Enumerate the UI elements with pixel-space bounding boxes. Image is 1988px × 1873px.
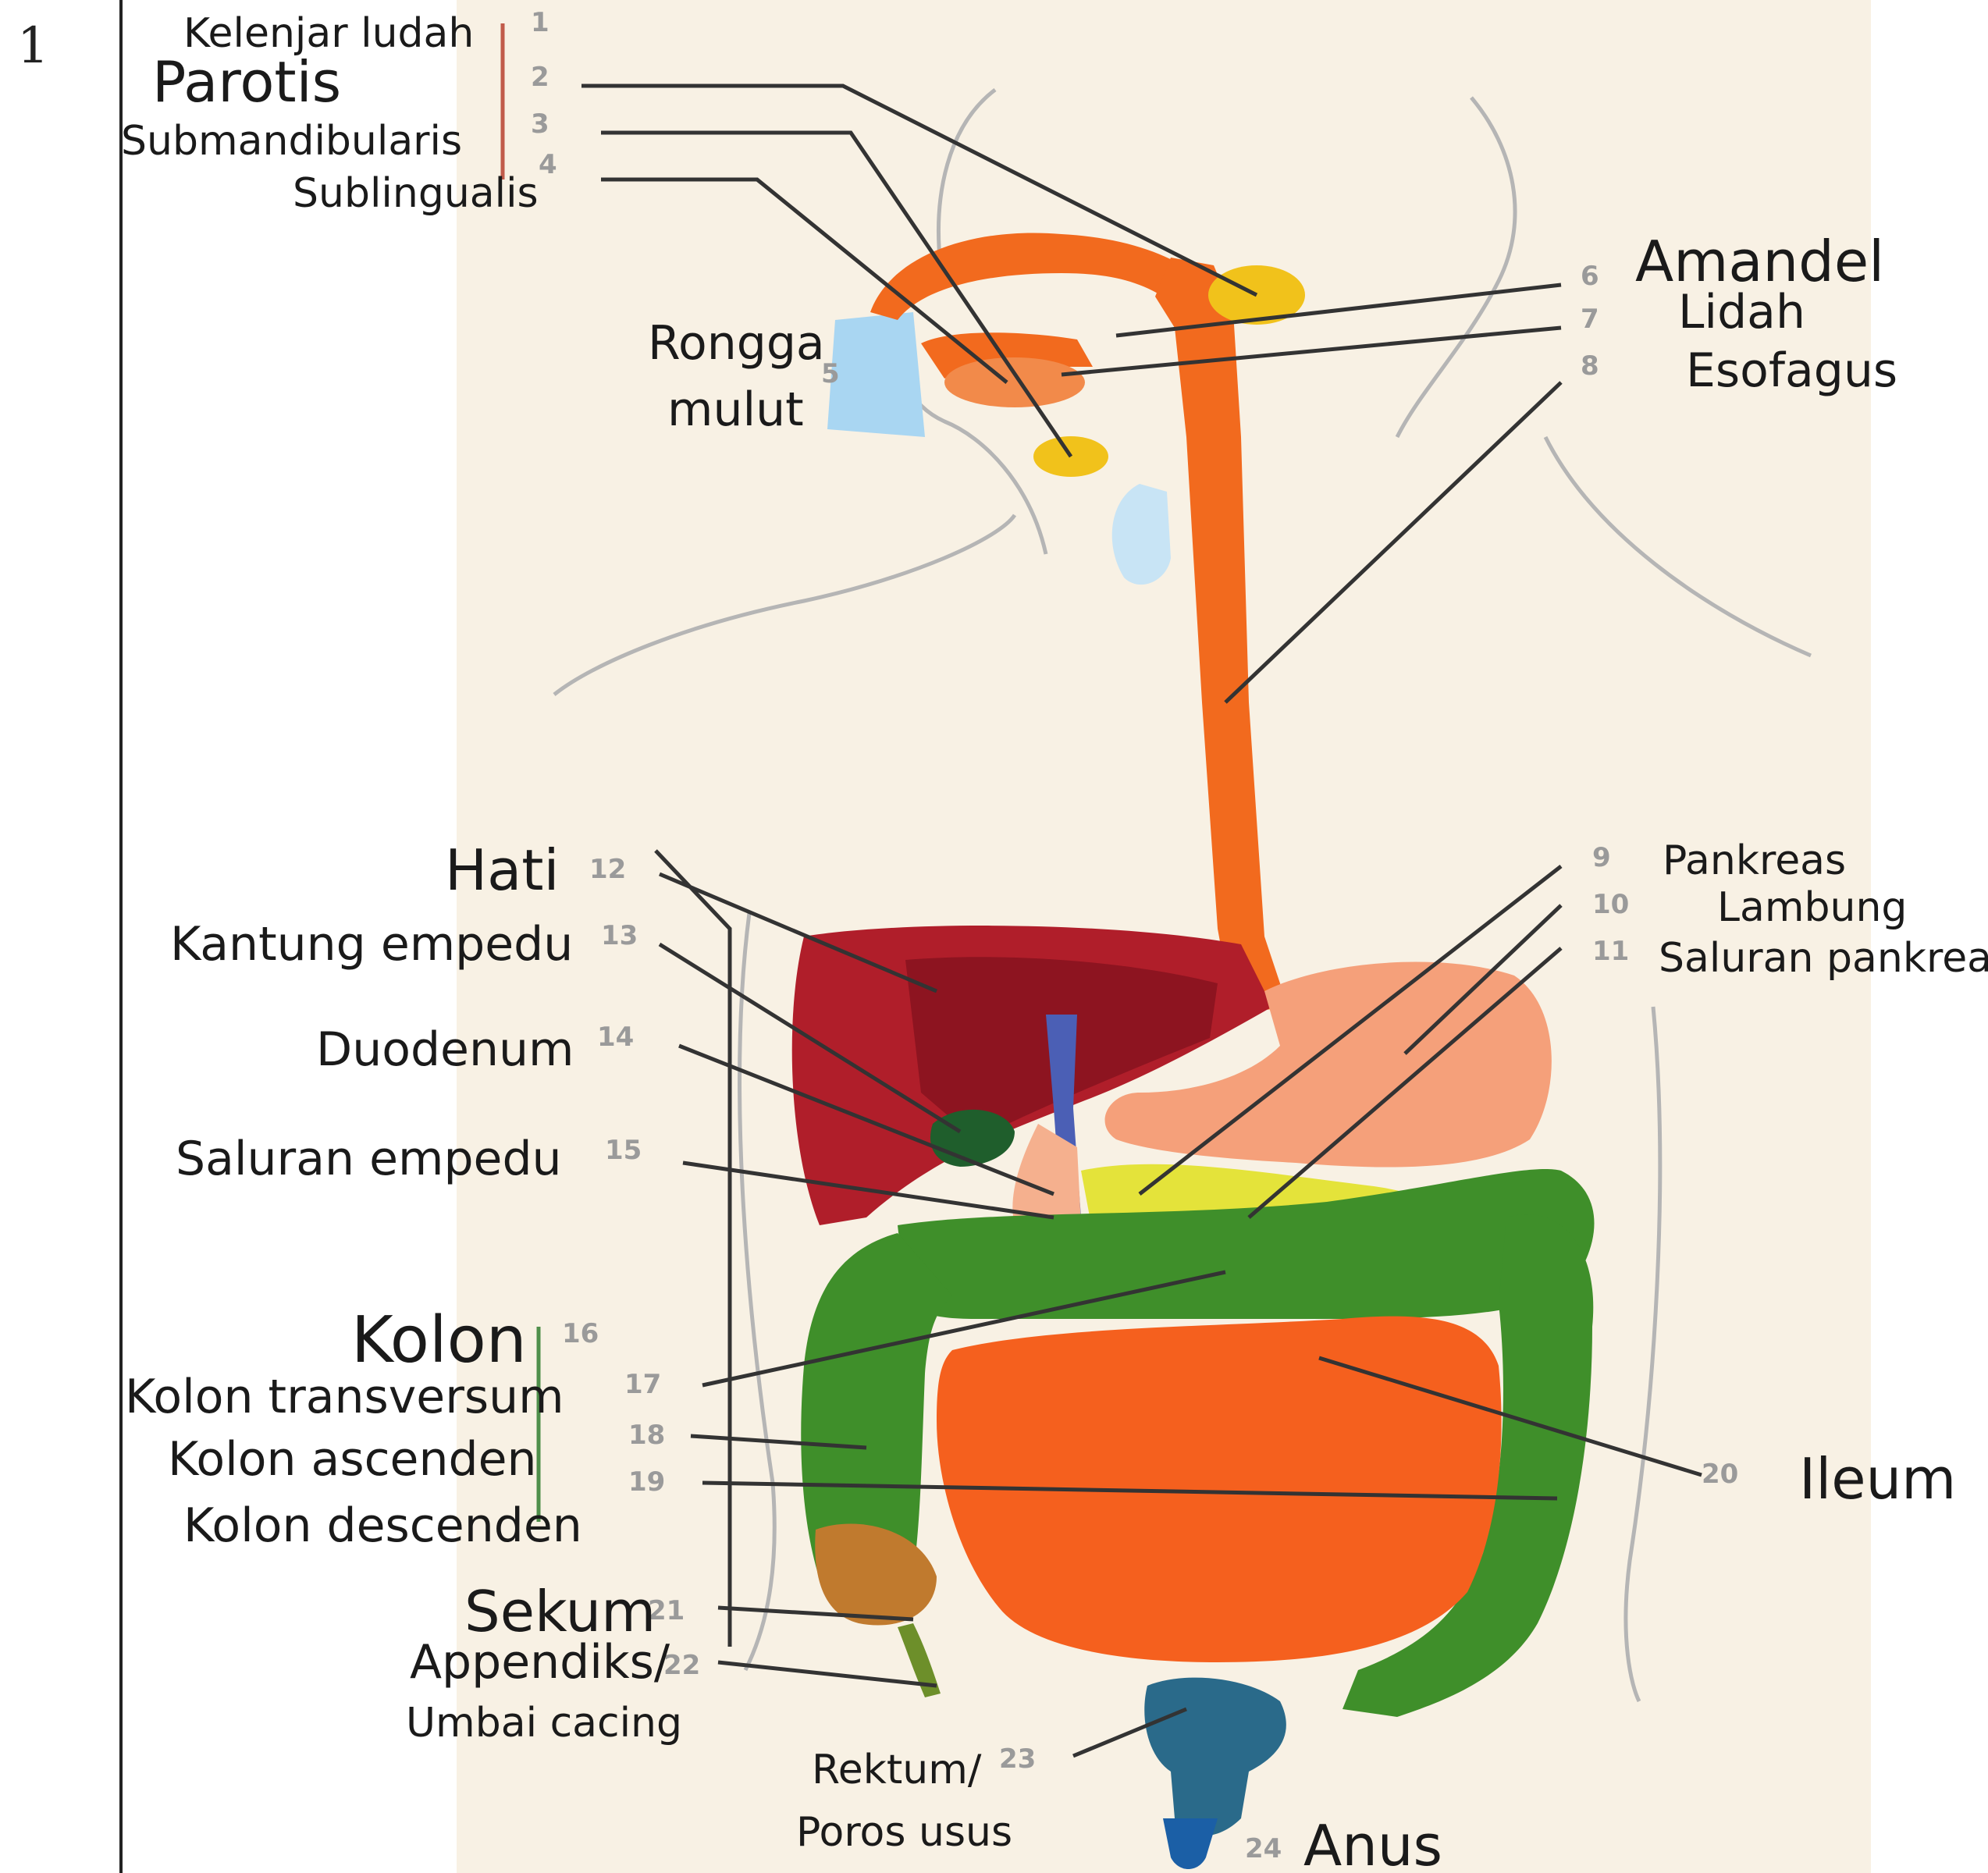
label-kantung-empedu: Kantung empedu [170, 917, 573, 972]
esophagus-shape [870, 233, 1288, 1015]
anus-shape [1163, 1818, 1218, 1869]
number-2: 2 [531, 62, 549, 93]
number-7: 7 [1581, 304, 1599, 335]
number-1: 1 [531, 7, 549, 38]
label-kolon: Kolon [351, 1303, 527, 1377]
number-15: 15 [605, 1135, 642, 1166]
label-duodenum: Duodenum [316, 1022, 574, 1077]
label-saluran-empedu: Saluran empedu [176, 1132, 562, 1186]
tongue-shape [944, 357, 1085, 407]
label-kolon-ascenden: Kolon ascenden [168, 1432, 537, 1487]
rectum-shape [1144, 1678, 1286, 1836]
label-poros-usus: Poros usus [796, 1809, 1012, 1856]
oral-cavity-shape [827, 312, 925, 437]
number-14: 14 [597, 1022, 634, 1053]
label-kolon-descenden: Kolon descenden [183, 1498, 582, 1553]
gallbladder-shape [930, 1110, 1015, 1167]
number-11: 11 [1592, 936, 1629, 967]
number-9: 9 [1592, 842, 1611, 873]
label-ileum: Ileum [1799, 1446, 1956, 1512]
number-12: 12 [589, 854, 626, 885]
number-10: 10 [1592, 889, 1629, 920]
number-4: 4 [539, 149, 557, 180]
number-6: 6 [1581, 261, 1599, 292]
label-umbai-cacing: Umbai cacing [406, 1700, 682, 1747]
label-kolon-transversum: Kolon transversum [125, 1370, 564, 1424]
label-esofagus: Esofagus [1686, 343, 1897, 398]
label-anus: Anus [1303, 1813, 1442, 1873]
nasal-cavity-shape [1112, 484, 1171, 585]
label-appendiks: Appendiks/ [410, 1635, 670, 1690]
label-saluran-pankreas: Saluran pankreas [1659, 935, 1988, 982]
label-hati: Hati [445, 837, 560, 903]
number-17: 17 [624, 1369, 661, 1400]
number-24: 24 [1245, 1833, 1282, 1864]
label-parotis: Parotis [152, 49, 341, 115]
label-mulut: mulut [667, 382, 804, 437]
label-rektum: Rektum/ [812, 1747, 982, 1793]
number-23: 23 [999, 1743, 1036, 1775]
number-3: 3 [531, 108, 549, 140]
label-submandibularis: Submandibularis [121, 118, 462, 165]
number-19: 19 [628, 1466, 665, 1498]
label-rongga: Rongga [648, 316, 825, 371]
number-18: 18 [628, 1420, 665, 1451]
number-13: 13 [601, 920, 638, 951]
label-lidah: Lidah [1678, 285, 1805, 339]
number-16: 16 [562, 1318, 599, 1349]
label-sublingualis: Sublingualis [293, 170, 539, 217]
label-pankreas: Pankreas [1663, 837, 1846, 884]
cecum-shape [815, 1524, 937, 1626]
number-8: 8 [1581, 350, 1599, 382]
label-lambung: Lambung [1717, 884, 1907, 931]
number-20: 20 [1702, 1459, 1738, 1490]
